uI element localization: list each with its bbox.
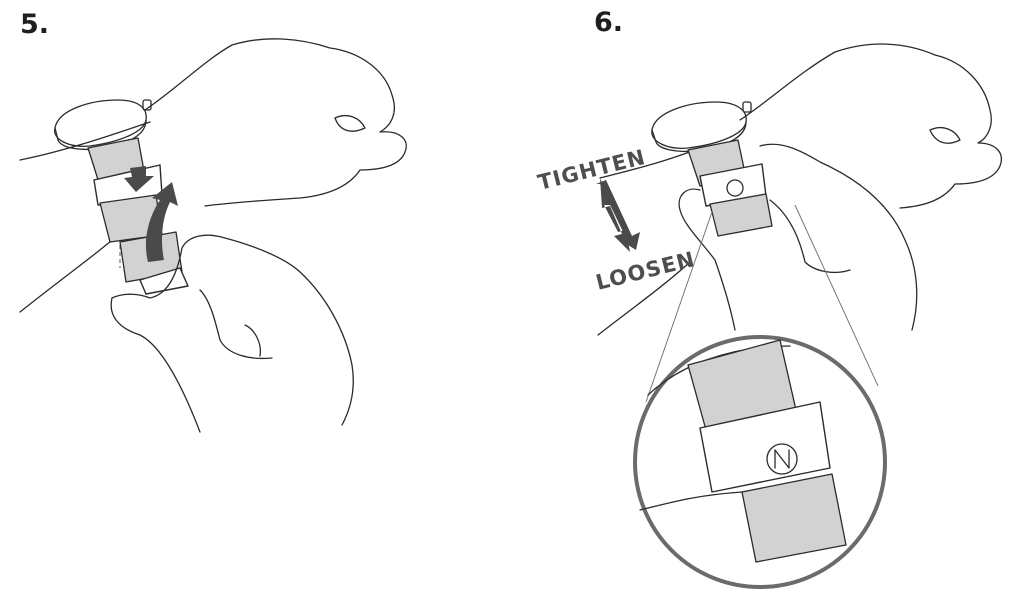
zoom-wrist-line: [639, 491, 743, 511]
step-5-hand-thumb: [110, 297, 201, 433]
step-5-hand-nail: [244, 324, 262, 357]
zoom-logo-letter: [774, 449, 790, 469]
step-5-down-arrow: [124, 166, 154, 192]
step-5-watch-crown: [142, 99, 152, 111]
step-5-number: 5.: [20, 9, 50, 40]
step-6-left-hand: [678, 188, 736, 331]
step-6-logo-badge: [726, 179, 744, 197]
step-5-hand: [111, 234, 354, 426]
step-5-illustration: [19, 38, 407, 433]
step-5-curved-arrow: [145, 182, 178, 262]
step-6-magnifier-line-right: [794, 204, 879, 387]
step-6-zoom-detail: [639, 339, 847, 563]
step-6-forearm-bottom: [597, 261, 691, 336]
tighten-label: TIGHTEN: [535, 145, 648, 195]
step-6-right-finger: [769, 199, 851, 273]
step-6-fist: [739, 43, 1002, 209]
step-6-right-hand: [759, 143, 918, 331]
loosen-label: LOOSEN: [593, 247, 697, 295]
tighten-loosen-double-arrow-body: [596, 180, 640, 250]
step-6-watch-crown: [742, 101, 752, 113]
step-6-strap-lower: [709, 193, 773, 237]
step-5-forearm-bottom: [19, 239, 113, 313]
step-5-fist: [144, 38, 407, 207]
step-5-hand-finger: [199, 289, 273, 360]
step-6-illustration: TIGHTEN LOOSEN: [535, 43, 1002, 589]
step-5-fist-knuckle: [334, 114, 366, 132]
step-5-forearm-top: [19, 121, 151, 161]
zoom-logo-badge: [766, 443, 798, 475]
step-5-buckle-base: [139, 267, 189, 295]
step-6-number: 6.: [594, 7, 624, 38]
zoom-strap-lower: [741, 473, 847, 563]
zoom-strap-loop: [699, 401, 831, 493]
step-6-fist-knuckle: [929, 126, 961, 144]
step-6-magnifier-line-left: [645, 211, 713, 403]
